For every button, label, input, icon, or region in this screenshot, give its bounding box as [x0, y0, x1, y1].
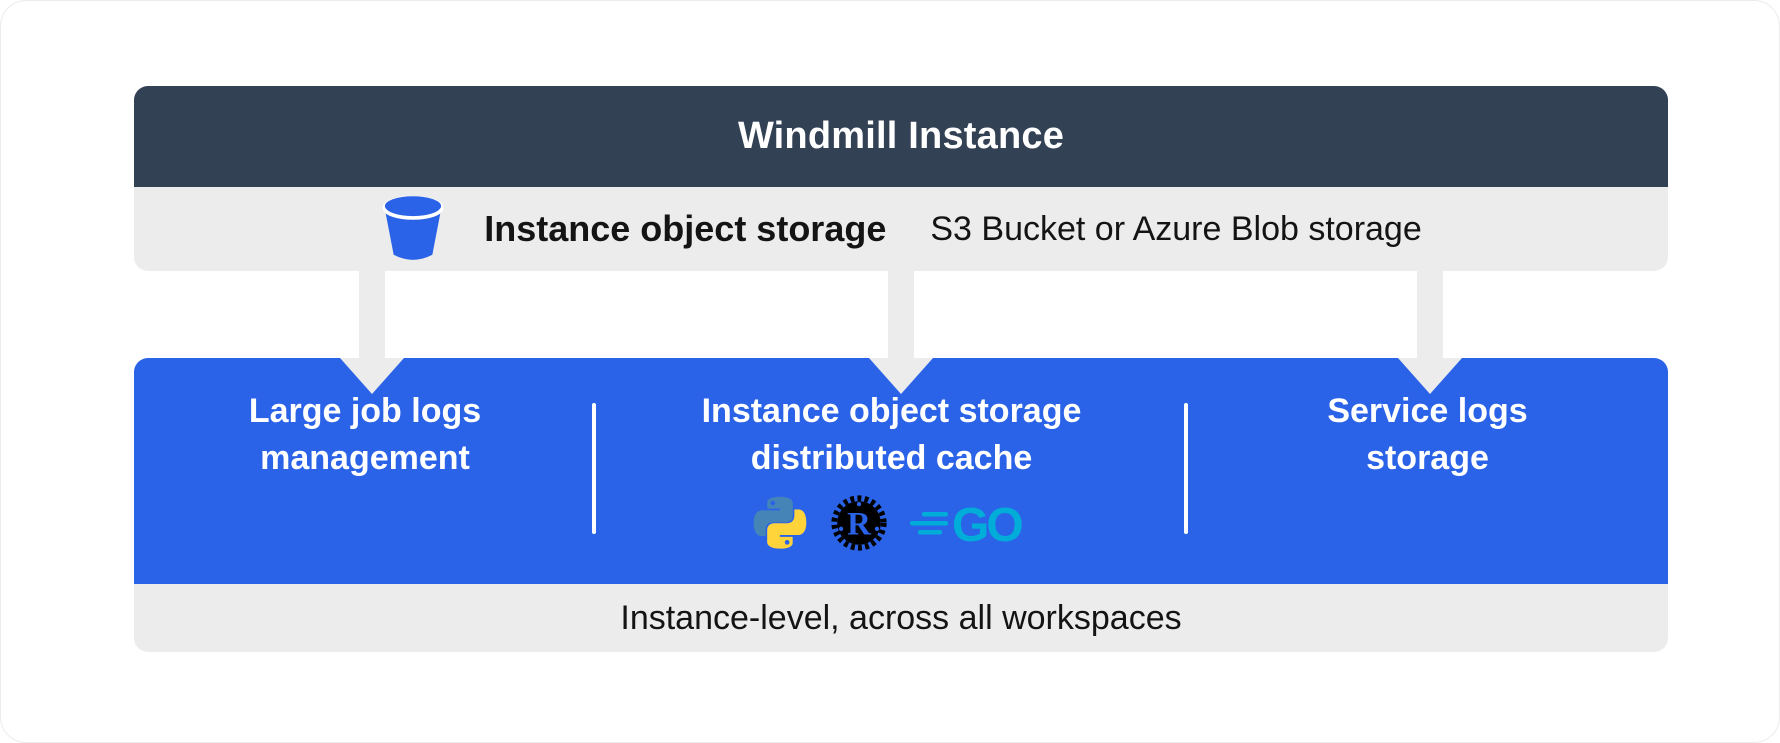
section-label-line2: distributed cache [750, 439, 1033, 477]
storage-row-description: S3 Bucket or Azure Blob storage [930, 209, 1422, 248]
section-divider-right [1184, 403, 1188, 534]
section-label-line1: Instance object storage [701, 392, 1082, 430]
connector-shaft-right [1417, 271, 1443, 359]
section-distributed-cache: Instance object storage distributed cach… [596, 358, 1187, 584]
connector-shaft-left [359, 271, 385, 359]
section-label-line1: Large job logs [248, 392, 482, 430]
section-service-logs: Service logs storage [1187, 358, 1668, 584]
section-label: Large job logs management [249, 388, 481, 482]
storage-row-label: Instance object storage [484, 208, 887, 249]
go-letters: GO [952, 499, 1022, 548]
footer-label: Instance-level, across all workspaces [620, 598, 1182, 637]
python-icon [753, 496, 806, 549]
section-label-line2: management [260, 439, 470, 477]
arrow-down-icon-left [340, 358, 404, 394]
rust-letter: R [847, 507, 872, 543]
go-icon: GO [909, 499, 1025, 548]
windmill-instance-header: Windmill Instance [134, 86, 1668, 187]
instance-level-footer: Instance-level, across all workspaces [134, 584, 1668, 652]
connector-shaft-middle [888, 271, 914, 359]
section-label: Instance object storage distributed cach… [702, 388, 1082, 482]
section-divider-left [592, 403, 596, 534]
instance-object-storage-row: Instance object storage S3 Bucket or Azu… [134, 187, 1668, 271]
rust-icon: R [830, 495, 887, 551]
arrow-down-icon-middle [869, 358, 933, 394]
features-panel: Large job logs management Instance objec… [134, 358, 1668, 584]
section-label-line1: Service logs [1327, 392, 1528, 430]
section-label-line2: storage [1366, 439, 1489, 477]
bucket-icon [382, 195, 444, 260]
page-title: Windmill Instance [737, 115, 1065, 157]
language-icons-row: R GO [752, 492, 1032, 554]
section-label: Service logs storage [1327, 388, 1527, 482]
section-large-job-logs: Large job logs management [134, 358, 596, 584]
arrow-down-icon-right [1398, 358, 1462, 394]
